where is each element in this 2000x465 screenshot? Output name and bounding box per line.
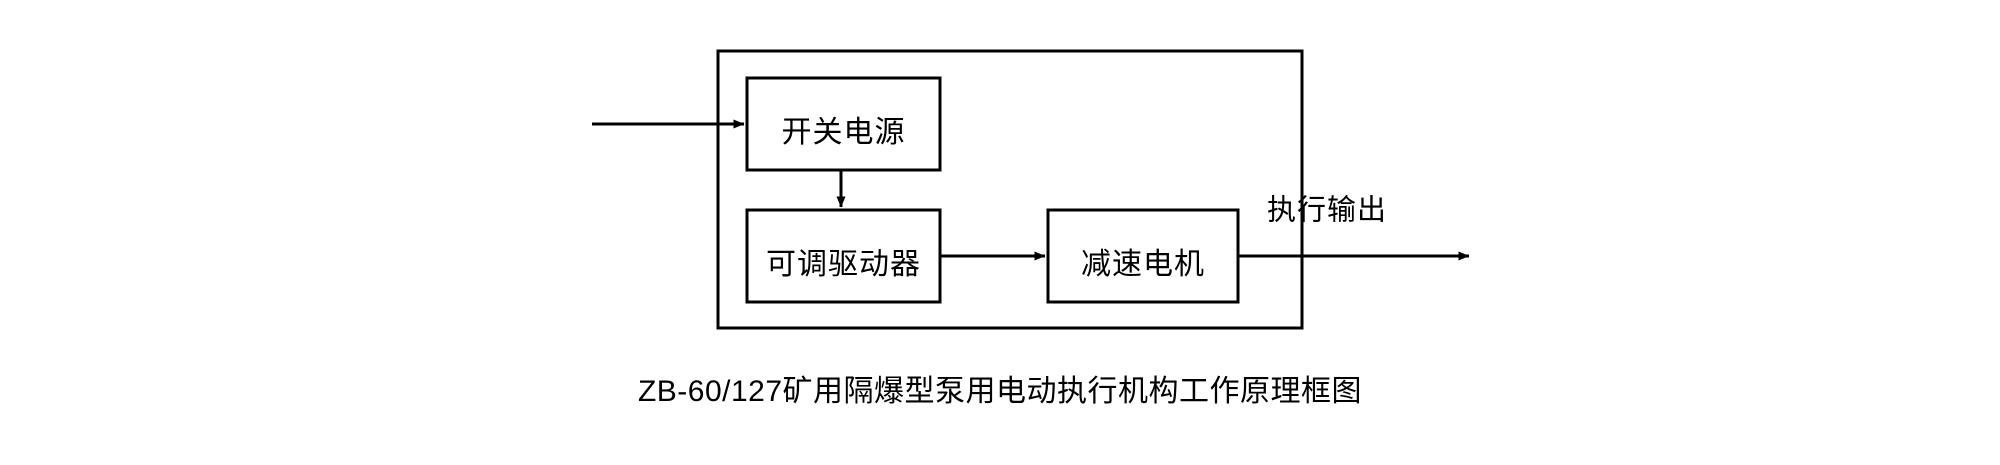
block-label-switching-power-supply: 开关电源 bbox=[782, 116, 906, 149]
block-label-adjustable-driver: 可调驱动器 bbox=[766, 248, 921, 281]
enclosure-boundary bbox=[716, 49, 1304, 330]
block-label-geared-motor: 减速电机 bbox=[1081, 248, 1205, 281]
block-switching-power-supply[interactable] bbox=[745, 76, 942, 172]
edge-label-actuator-output: 执行输出 bbox=[1267, 194, 1387, 227]
figure-caption: ZB-60/127矿用隔爆型泵用电动执行机构工作原理框图 bbox=[638, 375, 1362, 408]
